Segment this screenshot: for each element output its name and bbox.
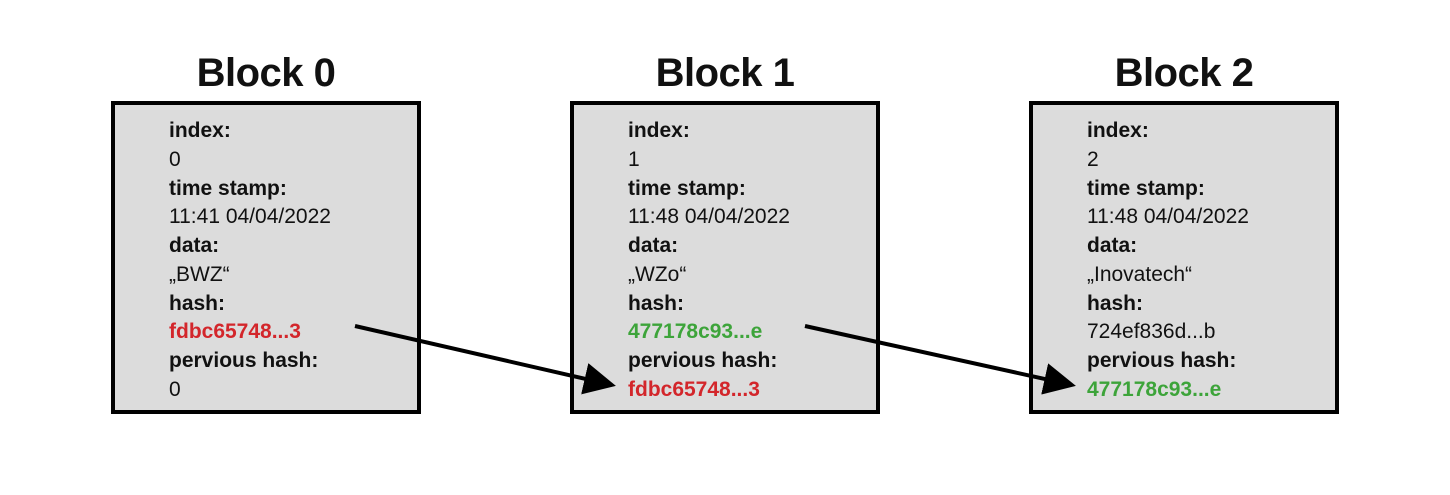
previous-hash-label: pervious hash: [169,349,319,372]
hash-label: hash: [1087,291,1144,315]
hash-label: hash: [169,291,226,315]
block-title: Block 2 [1114,51,1254,95]
timestamp-value: 11:48 04/04/2022 [1087,205,1249,229]
index-label: index: [1087,119,1149,142]
data-value: „Inovatech“ [1087,262,1193,286]
data-label: data: [169,234,220,257]
block-box: index: 1 time stamp: 11:48 04/04/2022 da… [570,101,880,414]
timestamp-label: time stamp: [1087,176,1205,200]
previous-hash-value: fdbc65748...3 [628,377,760,401]
index-value: 1 [628,147,640,171]
hash-label: hash: [628,291,685,315]
timestamp-label: time stamp: [169,176,287,200]
block-fields: index: 0 time stamp: 11:41 04/04/2022 da… [169,117,409,405]
block-fields: index: 1 time stamp: 11:48 04/04/2022 da… [628,117,868,405]
hash-value: 724ef836d...b [1087,320,1216,344]
block-box: index: 0 time stamp: 11:41 04/04/2022 da… [111,101,421,414]
data-value: „WZo“ [628,262,687,286]
hash-value: 477178c93...e [628,320,763,344]
index-label: index: [169,119,231,142]
previous-hash-label: pervious hash: [1087,349,1237,372]
index-label: index: [628,119,690,142]
previous-hash-label: pervious hash: [628,349,778,372]
previous-hash-value: 0 [169,377,181,401]
timestamp-label: time stamp: [628,176,746,200]
block-title: Block 1 [655,51,795,95]
data-label: data: [1087,234,1138,257]
hash-value: fdbc65748...3 [169,320,301,344]
index-value: 2 [1087,147,1099,171]
index-value: 0 [169,147,181,171]
block-fields: index: 2 time stamp: 11:48 04/04/2022 da… [1087,117,1327,405]
data-value: „BWZ“ [169,262,230,286]
timestamp-value: 11:41 04/04/2022 [169,205,331,229]
block-title: Block 0 [196,51,336,95]
data-label: data: [628,234,679,257]
previous-hash-value: 477178c93...e [1087,377,1222,401]
timestamp-value: 11:48 04/04/2022 [628,205,790,229]
block-box: index: 2 time stamp: 11:48 04/04/2022 da… [1029,101,1339,414]
